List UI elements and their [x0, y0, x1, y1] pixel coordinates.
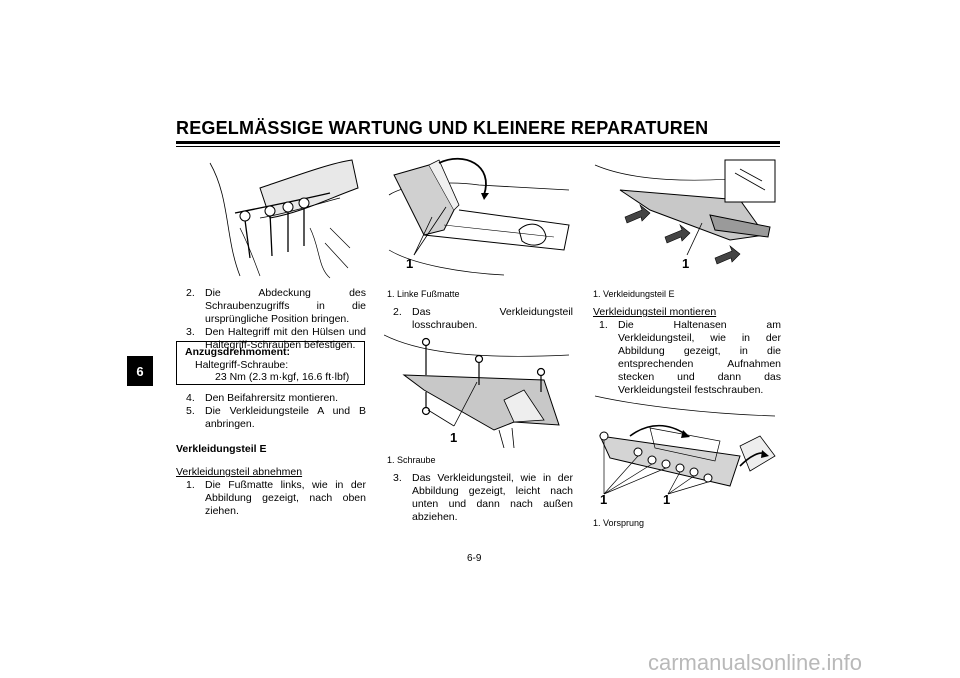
- figure-callout: 1: [663, 492, 670, 507]
- figure-cowling-e: 1: [590, 155, 780, 280]
- header-rule-thin: [176, 146, 780, 147]
- tabs-illustration: 1 1: [594, 395, 776, 507]
- list-item: 5.Die Verkleidungsteile A und B anbrin­g…: [186, 405, 366, 430]
- steps-list-col1a: 2.Die Abdeckung des Schraubenzugriffs in…: [186, 287, 366, 352]
- figure-caption: 1. Schraube: [387, 455, 436, 465]
- steps-list-col3: 1.Die Haltenasen am Verkleidungsteil, wi…: [599, 319, 781, 397]
- steps-list-col2a: 2.Das Verkleidungsteil losschrauben.: [393, 306, 573, 332]
- grab-bar-illustration: [209, 159, 359, 279]
- list-item: 3.Den Haltegriff mit den Hülsen und Hal­…: [186, 326, 366, 351]
- figure-caption: 1. Vorsprung: [593, 518, 645, 528]
- sub-heading-remove: Verkleidungsteil abnehmen: [176, 466, 303, 478]
- figure-grab-bar: [200, 158, 362, 282]
- page-title: REGELMÄSSIGE WARTUNG UND KLEINERE REPARA…: [176, 118, 709, 138]
- steps-list-col1c: 1.Die Fußmatte links, wie in der Abbil­d…: [186, 479, 366, 518]
- list-item: 2.Die Abdeckung des Schraubenzugriffs in…: [186, 287, 366, 325]
- steps-list-col1b: 4.Den Beifahrersitz montieren. 5.Die Ver…: [186, 392, 366, 431]
- figure-callout: 1: [682, 256, 689, 271]
- section-heading: Verkleidungsteil E: [176, 443, 267, 455]
- torque-spec-box: Anzugsdrehmoment: Haltegriff-Schraube: 2…: [176, 341, 365, 385]
- torque-value: 23 Nm (2.3 m·kgf, 16.6 ft·lbf): [215, 371, 350, 383]
- torque-heading: Anzugsdrehmoment:: [185, 346, 290, 358]
- figure-screws: 1: [384, 330, 574, 448]
- header-rule: [176, 141, 780, 144]
- figure-callout: 1: [406, 256, 413, 271]
- watermark: carmanualsonline.info: [648, 650, 863, 675]
- figure-callout: 1: [450, 430, 457, 445]
- chapter-tab: 6: [127, 356, 153, 386]
- page-number: 6-9: [467, 553, 482, 564]
- figure-callout: 1: [600, 492, 607, 507]
- figure-caption: 1. Linke Fußmatte: [387, 289, 460, 299]
- screws-illustration: 1: [384, 334, 570, 448]
- list-item: 2.Das Verkleidungsteil losschrauben.: [393, 306, 573, 331]
- figure-tabs: 1 1: [590, 386, 780, 508]
- list-item: 1.Die Fußmatte links, wie in der Abbil­d…: [186, 479, 366, 517]
- list-item: 3.Das Verkleidungsteil, wie in der Abbil…: [393, 472, 573, 523]
- sub-heading-install: Verkleidungsteil montieren: [593, 306, 717, 318]
- figure-foot-mat: 1: [384, 155, 574, 283]
- figure-caption: 1. Verkleidungsteil E: [593, 289, 675, 299]
- cowling-e-illustration: 1: [594, 159, 776, 271]
- steps-list-col2b: 3.Das Verkleidungsteil, wie in der Abbil…: [393, 472, 573, 524]
- torque-item: Haltegriff-Schraube:: [195, 358, 289, 371]
- list-item: 1.Die Haltenasen am Verkleidungsteil, wi…: [599, 319, 781, 396]
- list-item: 4.Den Beifahrersitz montieren.: [186, 392, 339, 404]
- foot-mat-illustration: 1: [388, 157, 570, 276]
